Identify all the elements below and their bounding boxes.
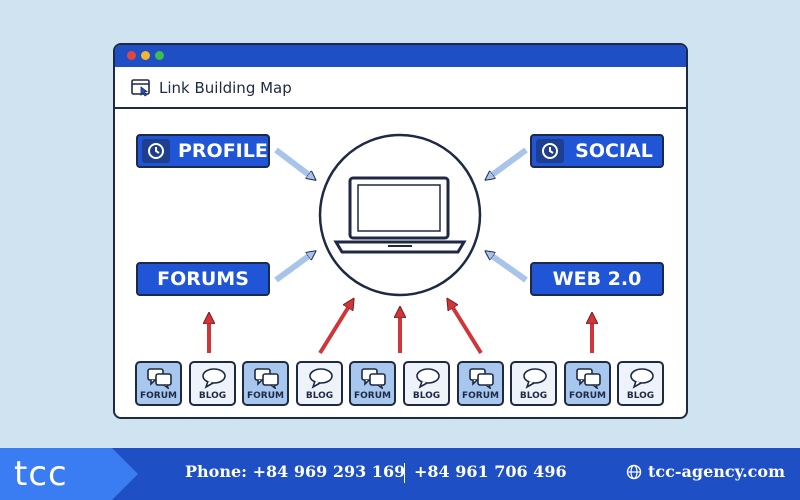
speech-bubble-icon: [523, 368, 547, 389]
clock-icon: [536, 139, 564, 163]
phone-secondary[interactable]: +84 961 706 496: [414, 462, 567, 481]
forum-tile[interactable]: FORUM: [564, 361, 611, 406]
speech-bubble-icon: [416, 368, 440, 389]
node-profile[interactable]: PROFILE: [136, 134, 270, 168]
node-forums-label: FORUMS: [157, 268, 249, 290]
tile-label: FORUM: [569, 391, 606, 401]
arrow-forums: [274, 253, 313, 283]
blog-tile[interactable]: BLOG: [403, 361, 450, 406]
tile-label: BLOG: [305, 391, 334, 401]
chat-bubbles-icon: [147, 368, 172, 389]
website-link[interactable]: tcc-agency.com: [648, 462, 785, 481]
node-profile-label: PROFILE: [178, 140, 268, 162]
arrow-web20: [488, 253, 528, 283]
laptop-icon: [333, 176, 467, 254]
maximize-dot-icon[interactable]: [155, 51, 164, 60]
browser-window: Link Building Map: [113, 43, 688, 419]
tile-label: BLOG: [626, 391, 655, 401]
chat-bubbles-icon: [254, 368, 279, 389]
tile-label: BLOG: [198, 391, 227, 401]
forum-tile[interactable]: FORUM: [349, 361, 396, 406]
phone-primary[interactable]: Phone: +84 969 293 169: [185, 462, 406, 481]
tile-label: FORUM: [140, 391, 177, 401]
node-social-label: SOCIAL: [575, 140, 653, 162]
chat-bubbles-icon: [469, 368, 494, 389]
blog-tile[interactable]: BLOG: [296, 361, 343, 406]
globe-icon: [626, 464, 642, 480]
chat-bubbles-icon: [361, 368, 386, 389]
close-dot-icon[interactable]: [127, 51, 136, 60]
blog-tile[interactable]: BLOG: [189, 361, 236, 406]
chat-bubbles-icon: [576, 368, 601, 389]
forum-tile[interactable]: FORUM: [242, 361, 289, 406]
speech-bubble-icon: [630, 368, 654, 389]
window-header: Link Building Map: [115, 67, 686, 109]
forum-tile[interactable]: FORUM: [135, 361, 182, 406]
tile-label: FORUM: [247, 391, 284, 401]
page-title: Link Building Map: [159, 79, 292, 97]
arrow-red-right: [450, 303, 483, 355]
tile-label: FORUM: [354, 391, 391, 401]
blog-tile[interactable]: BLOG: [510, 361, 557, 406]
arrow-social: [488, 147, 528, 178]
node-social[interactable]: SOCIAL: [530, 134, 664, 168]
clock-icon: [142, 139, 170, 163]
browser-cursor-icon: [131, 79, 150, 97]
speech-bubble-icon: [309, 368, 333, 389]
speech-bubble-icon: [202, 368, 226, 389]
brand-tab: [0, 448, 138, 500]
node-forums[interactable]: FORUMS: [136, 262, 270, 296]
node-web20[interactable]: WEB 2.0: [530, 262, 664, 296]
node-web20-label: WEB 2.0: [552, 268, 642, 290]
forum-tile[interactable]: FORUM: [457, 361, 504, 406]
tile-label: BLOG: [412, 391, 441, 401]
tile-label: BLOG: [519, 391, 548, 401]
arrow-red-left: [318, 303, 351, 355]
arrow-profile: [274, 147, 313, 178]
tile-label: FORUM: [462, 391, 499, 401]
minimize-dot-icon[interactable]: [141, 51, 150, 60]
footer-divider: [404, 463, 405, 483]
footer-bar: tcc Phone: +84 969 293 169 +84 961 706 4…: [0, 448, 800, 500]
window-titlebar: [115, 45, 686, 67]
blog-tile[interactable]: BLOG: [617, 361, 664, 406]
brand-logo: tcc: [14, 454, 68, 494]
